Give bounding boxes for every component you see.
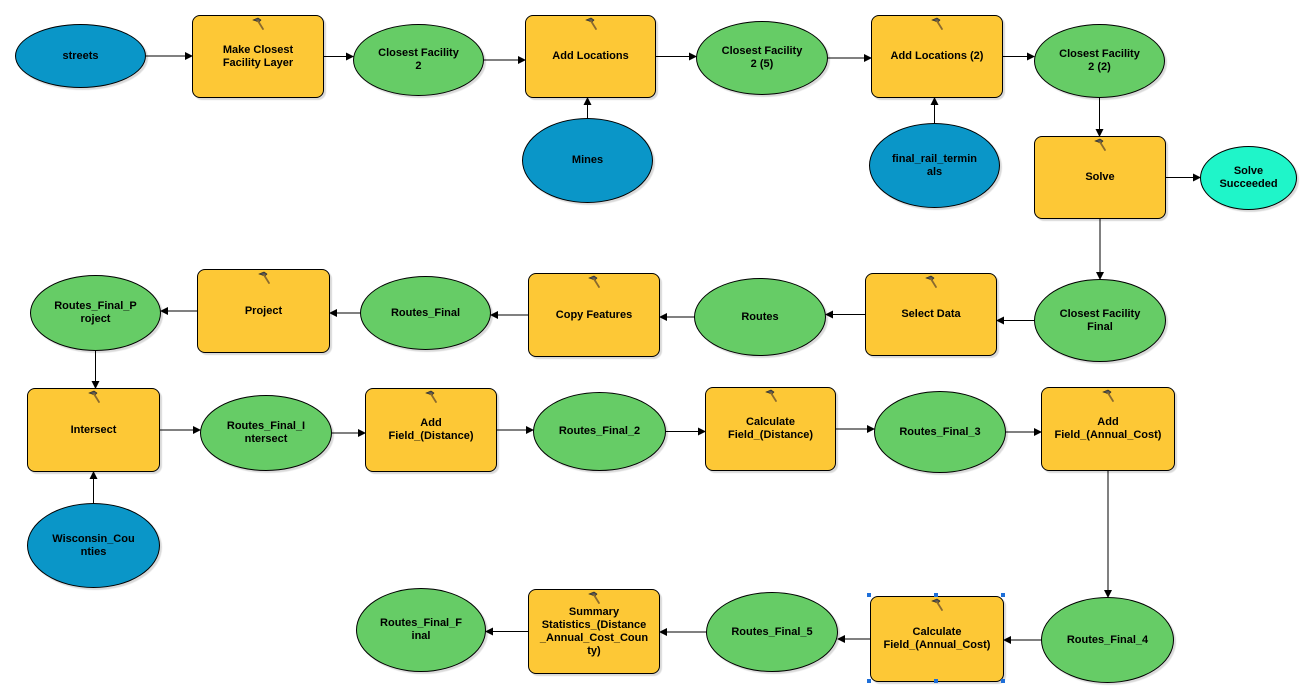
node-label: Routes_Final_4: [1066, 633, 1149, 646]
hammer-icon: [924, 275, 938, 289]
hammer-icon: [584, 17, 598, 31]
node-label: Routes_Final_I ntersect: [226, 420, 306, 445]
selection-handle[interactable]: [1001, 593, 1005, 597]
node-label: Routes_Final_F inal: [380, 617, 462, 642]
hammer-icon: [764, 389, 778, 403]
node-label: Intersect: [70, 423, 117, 436]
node-label: Calculate Field_(Distance): [728, 416, 813, 441]
tool-node-project[interactable]: Project: [197, 269, 330, 353]
derived-node-routes-final-4[interactable]: Routes_Final_4: [1041, 597, 1174, 683]
node-label: Add Field_(Annual_Cost): [1054, 416, 1162, 441]
hammer-icon: [930, 598, 944, 612]
node-label: Routes_Final_P roject: [54, 300, 137, 325]
node-label: Routes_Final_2: [558, 425, 641, 437]
derived-node-closest-facility-2[interactable]: Closest Facility 2: [353, 24, 484, 96]
tool-node-calculate-field-distance[interactable]: Calculate Field_(Distance): [705, 387, 836, 471]
node-label: Routes_Final: [390, 306, 461, 319]
derived-node-closest-facility-2-2[interactable]: Closest Facility 2 (2): [1034, 24, 1165, 98]
node-label: final_rail_termin als: [892, 152, 977, 178]
derived-node-routes-final-5[interactable]: Routes_Final_5: [706, 592, 838, 672]
node-label: Closest Facility Final: [1059, 307, 1141, 333]
node-label: Make Closest Facility Layer: [222, 43, 294, 69]
node-label: Project: [244, 304, 283, 317]
tool-node-calculate-field-annual-cost[interactable]: Calculate Field_(Annual_Cost): [870, 596, 1004, 682]
node-label: Closest Facility 2 (2): [1059, 48, 1140, 73]
node-label: Routes: [741, 310, 779, 323]
node-label: Solve Succeeded: [1219, 165, 1278, 190]
node-label: Wisconsin_Cou nties: [52, 532, 135, 558]
node-label: Routes_Final_3: [899, 425, 981, 438]
node-label: Copy Features: [555, 308, 633, 321]
tool-node-add-field-annual-cost[interactable]: Add Field_(Annual_Cost): [1041, 387, 1175, 471]
node-label: Mines: [571, 154, 604, 166]
status-node-solve-succeeded[interactable]: Solve Succeeded: [1200, 146, 1297, 210]
selection-handle[interactable]: [867, 593, 871, 597]
node-label: Add Field_(Distance): [388, 417, 474, 442]
derived-node-routes-final-3[interactable]: Routes_Final_3: [874, 391, 1006, 473]
node-label: Add Locations (2): [890, 50, 984, 62]
node-label: Solve: [1085, 171, 1115, 183]
node-label: Select Data: [901, 308, 961, 320]
derived-node-closest-facility-2-5[interactable]: Closest Facility 2 (5): [696, 21, 828, 95]
tool-node-solve[interactable]: Solve: [1034, 136, 1166, 219]
connector-layer: [89, 52, 1201, 644]
hammer-icon: [587, 591, 601, 605]
derived-node-routes-final-2[interactable]: Routes_Final_2: [533, 392, 666, 471]
derived-node-routes[interactable]: Routes: [694, 278, 826, 356]
tool-node-add-locations[interactable]: Add Locations: [525, 15, 656, 98]
tool-node-add-locations-2[interactable]: Add Locations (2): [871, 15, 1003, 98]
tool-node-make-closest-facility-layer[interactable]: Make Closest Facility Layer: [192, 15, 324, 98]
derived-node-routes-final-project[interactable]: Routes_Final_P roject: [30, 275, 161, 351]
node-label: Routes_Final_5: [731, 625, 813, 638]
input-node-wisconsin-counties[interactable]: Wisconsin_Cou nties: [27, 503, 160, 588]
selection-handle[interactable]: [1001, 679, 1005, 683]
hammer-icon: [257, 271, 271, 285]
hammer-icon: [1101, 389, 1115, 403]
node-label: Closest Facility 2: [378, 47, 459, 72]
input-node-streets[interactable]: streets: [15, 24, 146, 88]
selection-handle[interactable]: [934, 593, 938, 597]
hammer-icon: [251, 17, 265, 31]
derived-node-routes-final[interactable]: Routes_Final: [360, 276, 491, 350]
derived-node-closest-facility-final[interactable]: Closest Facility Final: [1034, 279, 1166, 362]
node-label: Add Locations: [552, 50, 629, 62]
tool-node-copy-features[interactable]: Copy Features: [528, 273, 660, 357]
hammer-icon: [424, 390, 438, 404]
input-node-mines[interactable]: Mines: [522, 118, 653, 203]
tool-node-summary-statistics[interactable]: Summary Statistics_(Distance _Annual_Cos…: [528, 589, 660, 674]
tool-node-add-field-distance[interactable]: Add Field_(Distance): [365, 388, 497, 472]
hammer-icon: [1093, 138, 1107, 152]
tool-node-select-data[interactable]: Select Data: [865, 273, 997, 356]
derived-node-routes-final-intersect[interactable]: Routes_Final_I ntersect: [200, 395, 332, 471]
hammer-icon: [87, 390, 101, 404]
selection-handle[interactable]: [934, 679, 938, 683]
hammer-icon: [930, 17, 944, 31]
node-label: streets: [62, 49, 99, 62]
node-label: Summary Statistics_(Distance _Annual_Cos…: [539, 605, 649, 657]
hammer-icon: [587, 275, 601, 289]
selection-handle[interactable]: [867, 679, 871, 683]
node-label: Calculate Field_(Annual_Cost): [883, 626, 991, 651]
node-label: Closest Facility 2 (5): [721, 45, 803, 70]
tool-node-intersect[interactable]: Intersect: [27, 388, 160, 472]
derived-node-routes-final-final[interactable]: Routes_Final_F inal: [356, 588, 486, 672]
input-node-final-rail-terminals[interactable]: final_rail_termin als: [869, 123, 1000, 208]
